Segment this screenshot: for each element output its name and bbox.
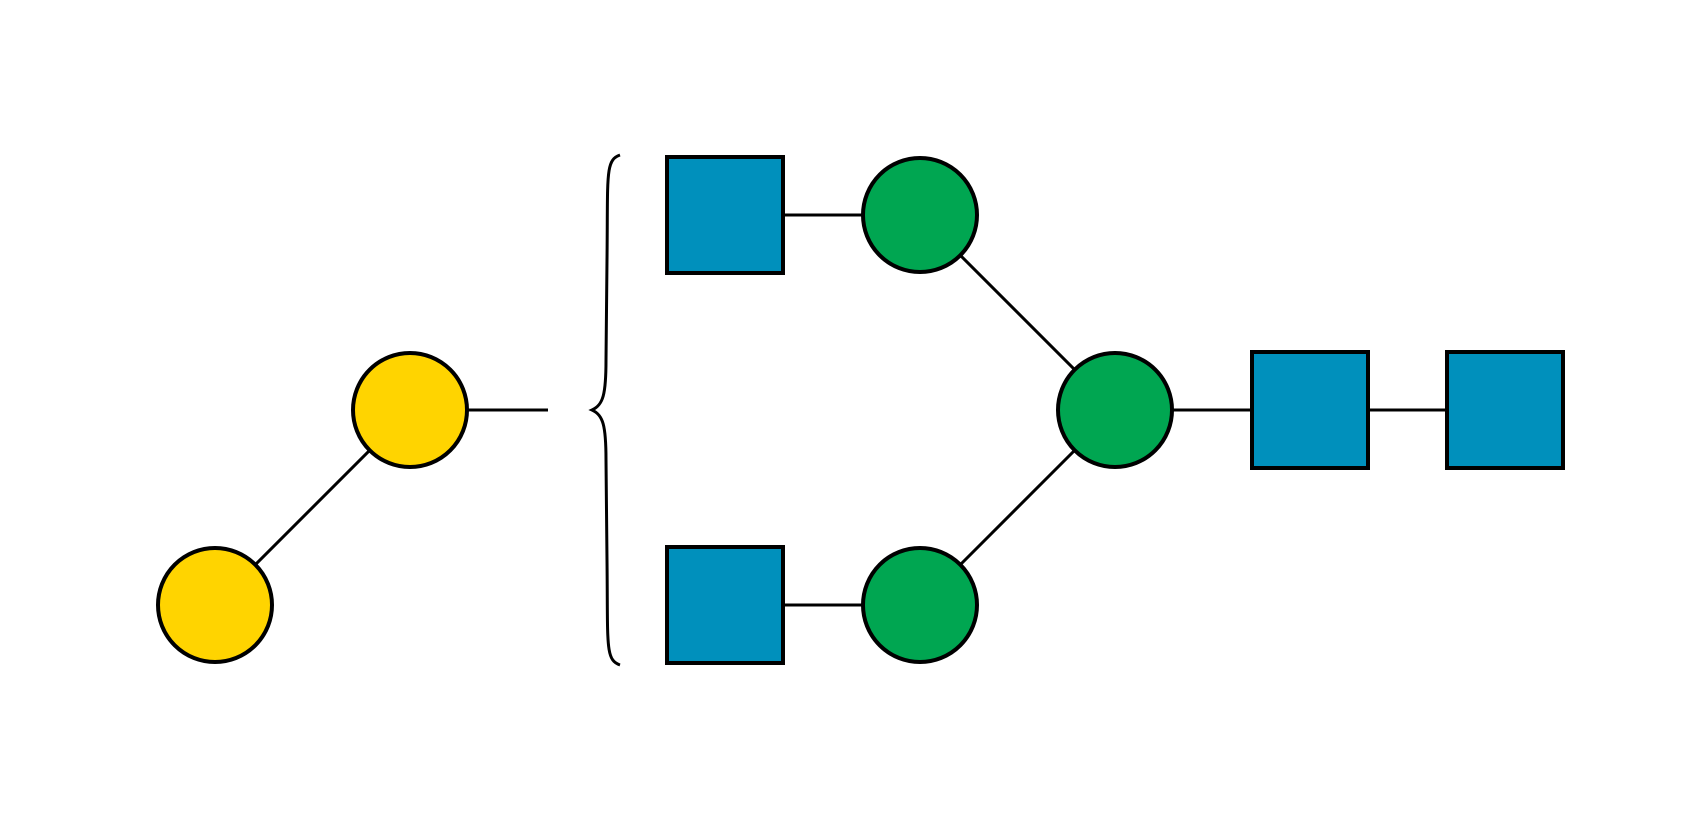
glcnac-core-2-glcnac-square	[1445, 350, 1565, 470]
glcnac-core-1-glcnac-square	[1250, 350, 1370, 470]
man-upper-mannose-circle	[861, 156, 979, 274]
glcnac-antenna-lower-glcnac-square	[665, 545, 785, 665]
residue-symbols	[156, 155, 1565, 665]
man-lower-mannose-circle	[861, 546, 979, 664]
gal-1-galactose-circle	[156, 546, 274, 664]
gal-2-galactose-circle	[351, 351, 469, 469]
glcnac-antenna-upper-glcnac-square	[665, 155, 785, 275]
man-core-mannose-circle	[1056, 351, 1174, 469]
antenna-bracket	[588, 153, 621, 667]
